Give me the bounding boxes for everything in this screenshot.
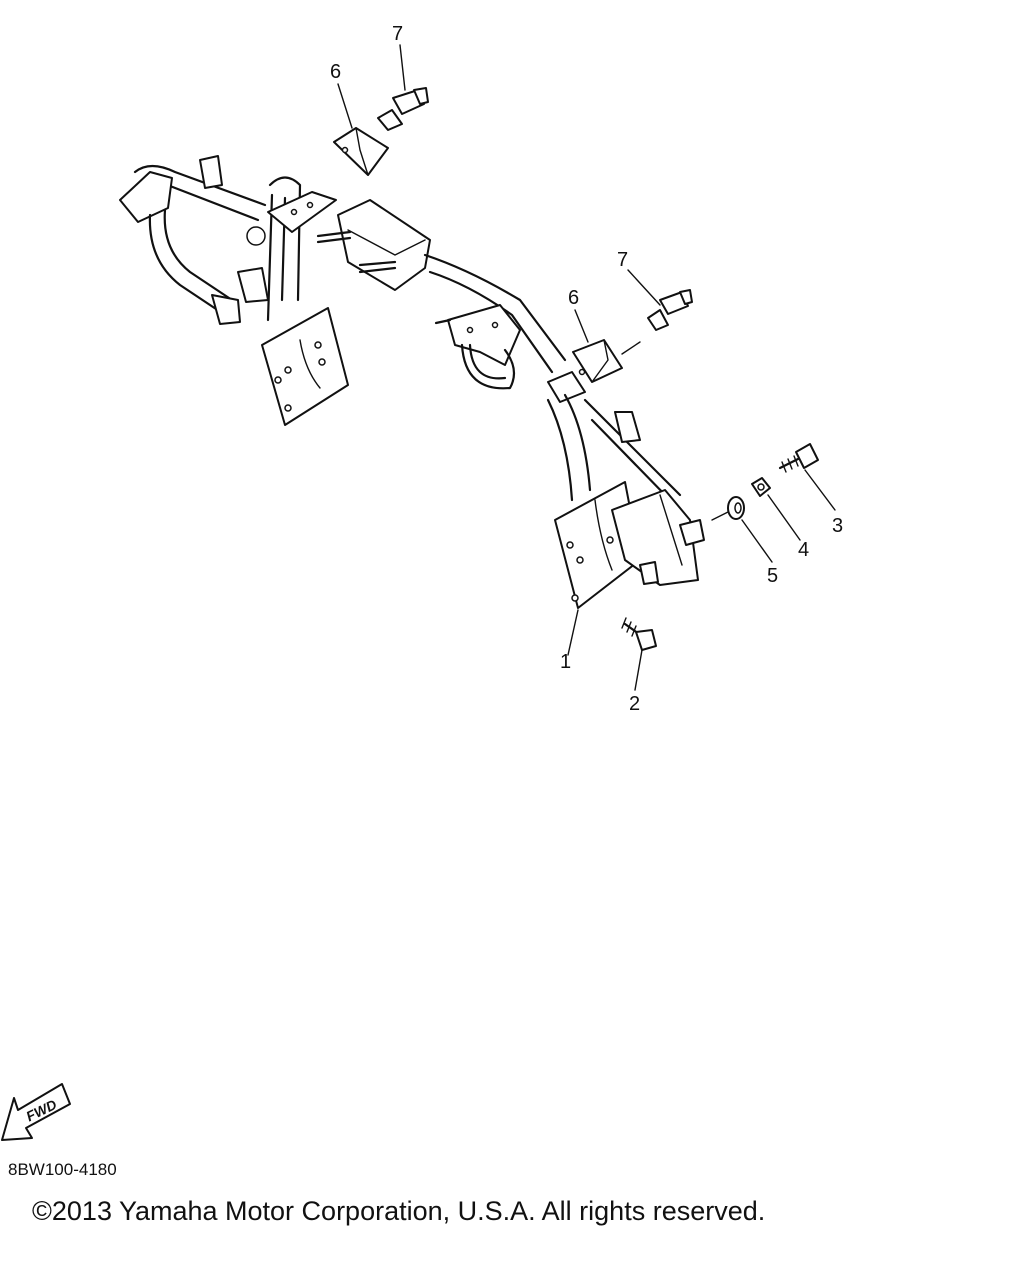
fwd-arrow-icon: FWD	[1, 1083, 71, 1141]
callout-7-upper: 7	[392, 23, 403, 45]
callout-3: 3	[832, 515, 843, 537]
callout-7-lower: 7	[617, 249, 628, 271]
collar-5	[727, 496, 745, 520]
part-code: 8BW100-4180	[8, 1160, 117, 1179]
nut-4	[751, 477, 771, 497]
callout-2: 2	[629, 693, 640, 715]
collar-bolt-lower	[647, 289, 693, 331]
rubber-damper-lower	[572, 339, 623, 383]
copyright-notice: ©2013 Yamaha Motor Corporation, U.S.A. A…	[32, 1196, 766, 1226]
callout-4: 4	[798, 539, 809, 561]
bolt-2	[621, 617, 657, 651]
callout-5: 5	[767, 565, 778, 587]
rubber-damper-upper	[333, 127, 389, 176]
collar-bolt-upper	[377, 87, 429, 131]
bolt-3	[778, 443, 819, 473]
callout-6-upper: 6	[330, 61, 341, 83]
front-stay-frame	[119, 155, 705, 609]
callout-1: 1	[560, 651, 571, 673]
leader-lines	[337, 44, 836, 691]
callout-6-lower: 6	[568, 287, 579, 309]
